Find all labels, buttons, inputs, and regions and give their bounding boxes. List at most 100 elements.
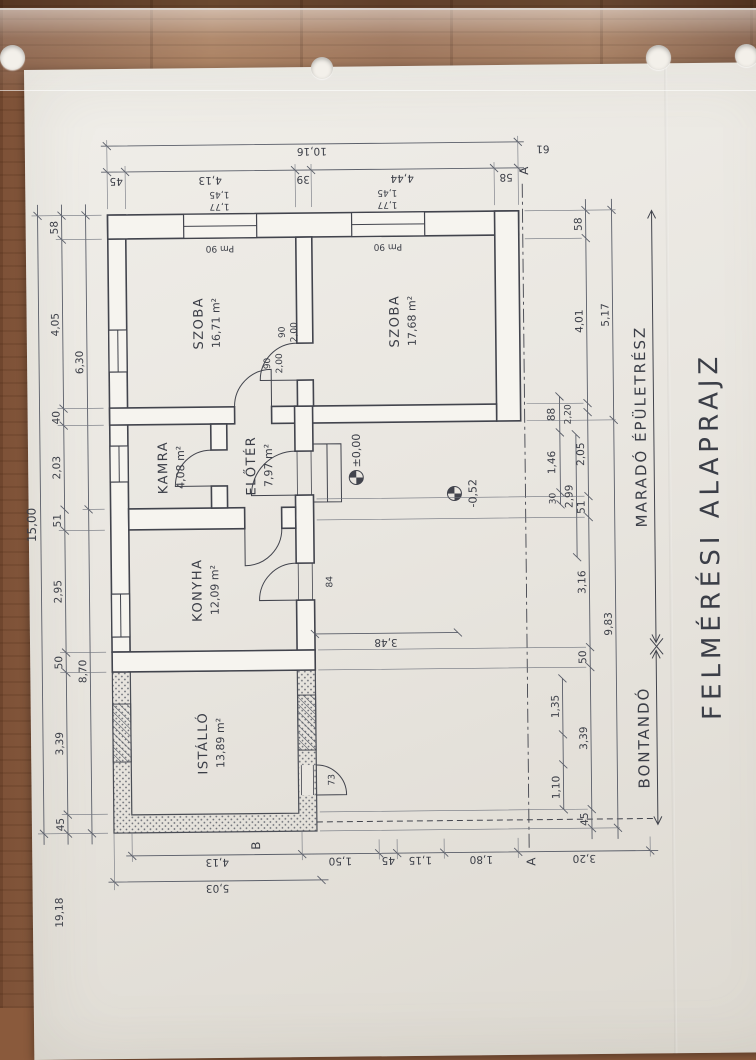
stable-door-gap bbox=[299, 764, 315, 796]
dim-label: 50 bbox=[577, 650, 589, 663]
section-a-label: A bbox=[517, 166, 531, 175]
dim-label: 1,15 bbox=[409, 854, 433, 866]
dim-label: 3,39 bbox=[54, 732, 66, 756]
window-width-label: 1,77 bbox=[209, 201, 229, 211]
room-area: 16,71 m² bbox=[209, 298, 223, 348]
entrance-steps bbox=[312, 443, 343, 503]
door-size-labels: 73 84 90 2,00 90 2,00 bbox=[263, 322, 337, 786]
dim-label: 1,80 bbox=[470, 853, 494, 865]
room-name: KAMRA bbox=[156, 441, 172, 494]
level-zero-label: ±0,00 bbox=[350, 434, 363, 468]
section-a-label: A bbox=[524, 857, 538, 866]
stable-opening-hatched bbox=[297, 694, 317, 751]
dimension-lines-bottom bbox=[310, 198, 623, 840]
dim-label: 58 bbox=[499, 171, 512, 183]
dim-label: 58 bbox=[573, 217, 585, 230]
punch-hole bbox=[646, 45, 671, 70]
door-width-label: 90 bbox=[278, 326, 288, 338]
dim-label-overall: 10,16 bbox=[296, 145, 327, 157]
dim-label: 4,44 bbox=[390, 172, 414, 184]
window-height-label: 1,45 bbox=[209, 189, 229, 199]
floor-plan-rotated: 45 3,39 50 2,95 51 2,03 40 4,05 58 8,70 … bbox=[25, 135, 728, 928]
level-markers bbox=[348, 470, 462, 502]
dim-label: 51 bbox=[576, 500, 588, 513]
dim-label: 2,95 bbox=[52, 580, 64, 604]
room-area: 17,68 m² bbox=[405, 296, 419, 346]
dim-label: 5,17 bbox=[599, 303, 611, 327]
dim-label: 39 bbox=[296, 173, 309, 185]
dim-label: 88 bbox=[546, 408, 558, 421]
drawing-title: FELMÉRÉSI ALAPRAJZ bbox=[692, 352, 728, 721]
dim-label: 45 bbox=[382, 854, 395, 866]
dim-label: 45 bbox=[579, 812, 591, 825]
room-labels: ISTÁLLÓ 13,89 m² KONYHA 12,09 m² KAMRA 4… bbox=[156, 295, 419, 775]
dim-label: 4,13 bbox=[198, 174, 222, 186]
dim-label: 50 bbox=[53, 656, 65, 669]
room-name: ELŐTÉR bbox=[243, 436, 260, 496]
section-line-a bbox=[521, 182, 530, 848]
dim-label: 45 bbox=[109, 175, 122, 187]
dimension-lines-left bbox=[108, 831, 659, 891]
level-minus-label: -0,52 bbox=[466, 479, 479, 508]
dim-label: 2,03 bbox=[51, 456, 63, 480]
door-width-label: 84 bbox=[325, 576, 335, 588]
windows bbox=[108, 211, 426, 638]
dim-label: 8,70 bbox=[77, 660, 89, 684]
door-width-label: 90 bbox=[263, 357, 273, 369]
dim-label: 4,13 bbox=[206, 856, 230, 868]
dim-label: 3,48 bbox=[374, 636, 398, 648]
dim-label: 2,99 bbox=[563, 485, 575, 509]
dim-label: 51 bbox=[52, 514, 64, 527]
parapet-label: Pm 90 bbox=[373, 241, 402, 251]
room-area: 13,89 m² bbox=[214, 718, 228, 768]
dimension-lines-top bbox=[31, 204, 108, 845]
dim-label: 3,16 bbox=[576, 570, 588, 594]
dim-labels-right: 45 4,13 39 4,44 58 10,16 61 bbox=[109, 143, 549, 188]
stable-window-hatched bbox=[112, 703, 132, 763]
room-area: 4,08 m² bbox=[174, 446, 187, 489]
room-area: 7,97 m² bbox=[262, 444, 275, 487]
fence-line bbox=[316, 817, 656, 823]
table-edge-shadow bbox=[0, 0, 756, 10]
window-width-label: 1,77 bbox=[377, 199, 397, 209]
plastic-sleeve bbox=[0, 8, 756, 91]
dim-label: 2,20 bbox=[564, 404, 574, 424]
dim-labels-bottom: 1,10 1,35 30 1,46 88 2,20 2,99 45 3,39 5… bbox=[374, 217, 615, 825]
demolish-label: BONTANDÓ bbox=[633, 686, 653, 788]
corner-label: 19,18 bbox=[54, 898, 66, 928]
room-name: ISTÁLLÓ bbox=[195, 712, 212, 775]
dim-label: 1,50 bbox=[329, 855, 353, 867]
floor-plan-drawing: 45 3,39 50 2,95 51 2,03 40 4,05 58 8,70 … bbox=[25, 135, 728, 928]
room-name: SZOBA bbox=[191, 297, 207, 350]
parapet-label: Pm 90 bbox=[205, 243, 234, 253]
dim-label: 4,05 bbox=[50, 313, 62, 337]
section-b-label: B bbox=[249, 841, 263, 849]
door-height-label: 2,00 bbox=[275, 353, 285, 373]
dim-label: 61 bbox=[536, 143, 549, 155]
dim-label: 4,01 bbox=[574, 309, 586, 333]
window-height-label: 1,45 bbox=[377, 187, 397, 197]
window-size-labels: 1,77 1,45 Pm 90 1,77 1,45 Pm 90 bbox=[205, 187, 402, 253]
dim-label: 30 bbox=[548, 492, 558, 504]
room-name: SZOBA bbox=[387, 295, 403, 348]
dim-label: 1,35 bbox=[550, 695, 562, 719]
dim-labels-top: 45 3,39 50 2,95 51 2,03 40 4,05 58 8,70 … bbox=[25, 221, 90, 928]
dim-label: 1,46 bbox=[546, 450, 558, 474]
door-swings bbox=[174, 342, 348, 796]
dim-label: 6,30 bbox=[74, 351, 86, 375]
punch-hole bbox=[311, 57, 333, 79]
dim-label: 58 bbox=[49, 221, 61, 234]
room-area: 12,09 m² bbox=[208, 565, 222, 615]
dim-label: 3,20 bbox=[573, 852, 597, 864]
paper-sheet: 45 3,39 50 2,95 51 2,03 40 4,05 58 8,70 … bbox=[24, 62, 756, 1060]
extent-arrows: BONTANDÓ MARADÓ ÉPÜLETRÉSZ bbox=[630, 209, 664, 826]
room-name: KONYHA bbox=[190, 558, 206, 622]
dim-label: 45 bbox=[55, 818, 67, 831]
dim-label: 2,05 bbox=[575, 442, 587, 466]
punch-hole bbox=[0, 45, 25, 70]
dim-label: 1,10 bbox=[550, 776, 562, 800]
dim-label-overall: 5,03 bbox=[206, 882, 230, 894]
remaining-label: MARADÓ ÉPÜLETRÉSZ bbox=[630, 326, 651, 528]
dimension-lines-right bbox=[100, 135, 525, 210]
dim-labels-left: 4,13 1,50 45 1,15 1,80 3,20 5,03 bbox=[206, 852, 597, 894]
